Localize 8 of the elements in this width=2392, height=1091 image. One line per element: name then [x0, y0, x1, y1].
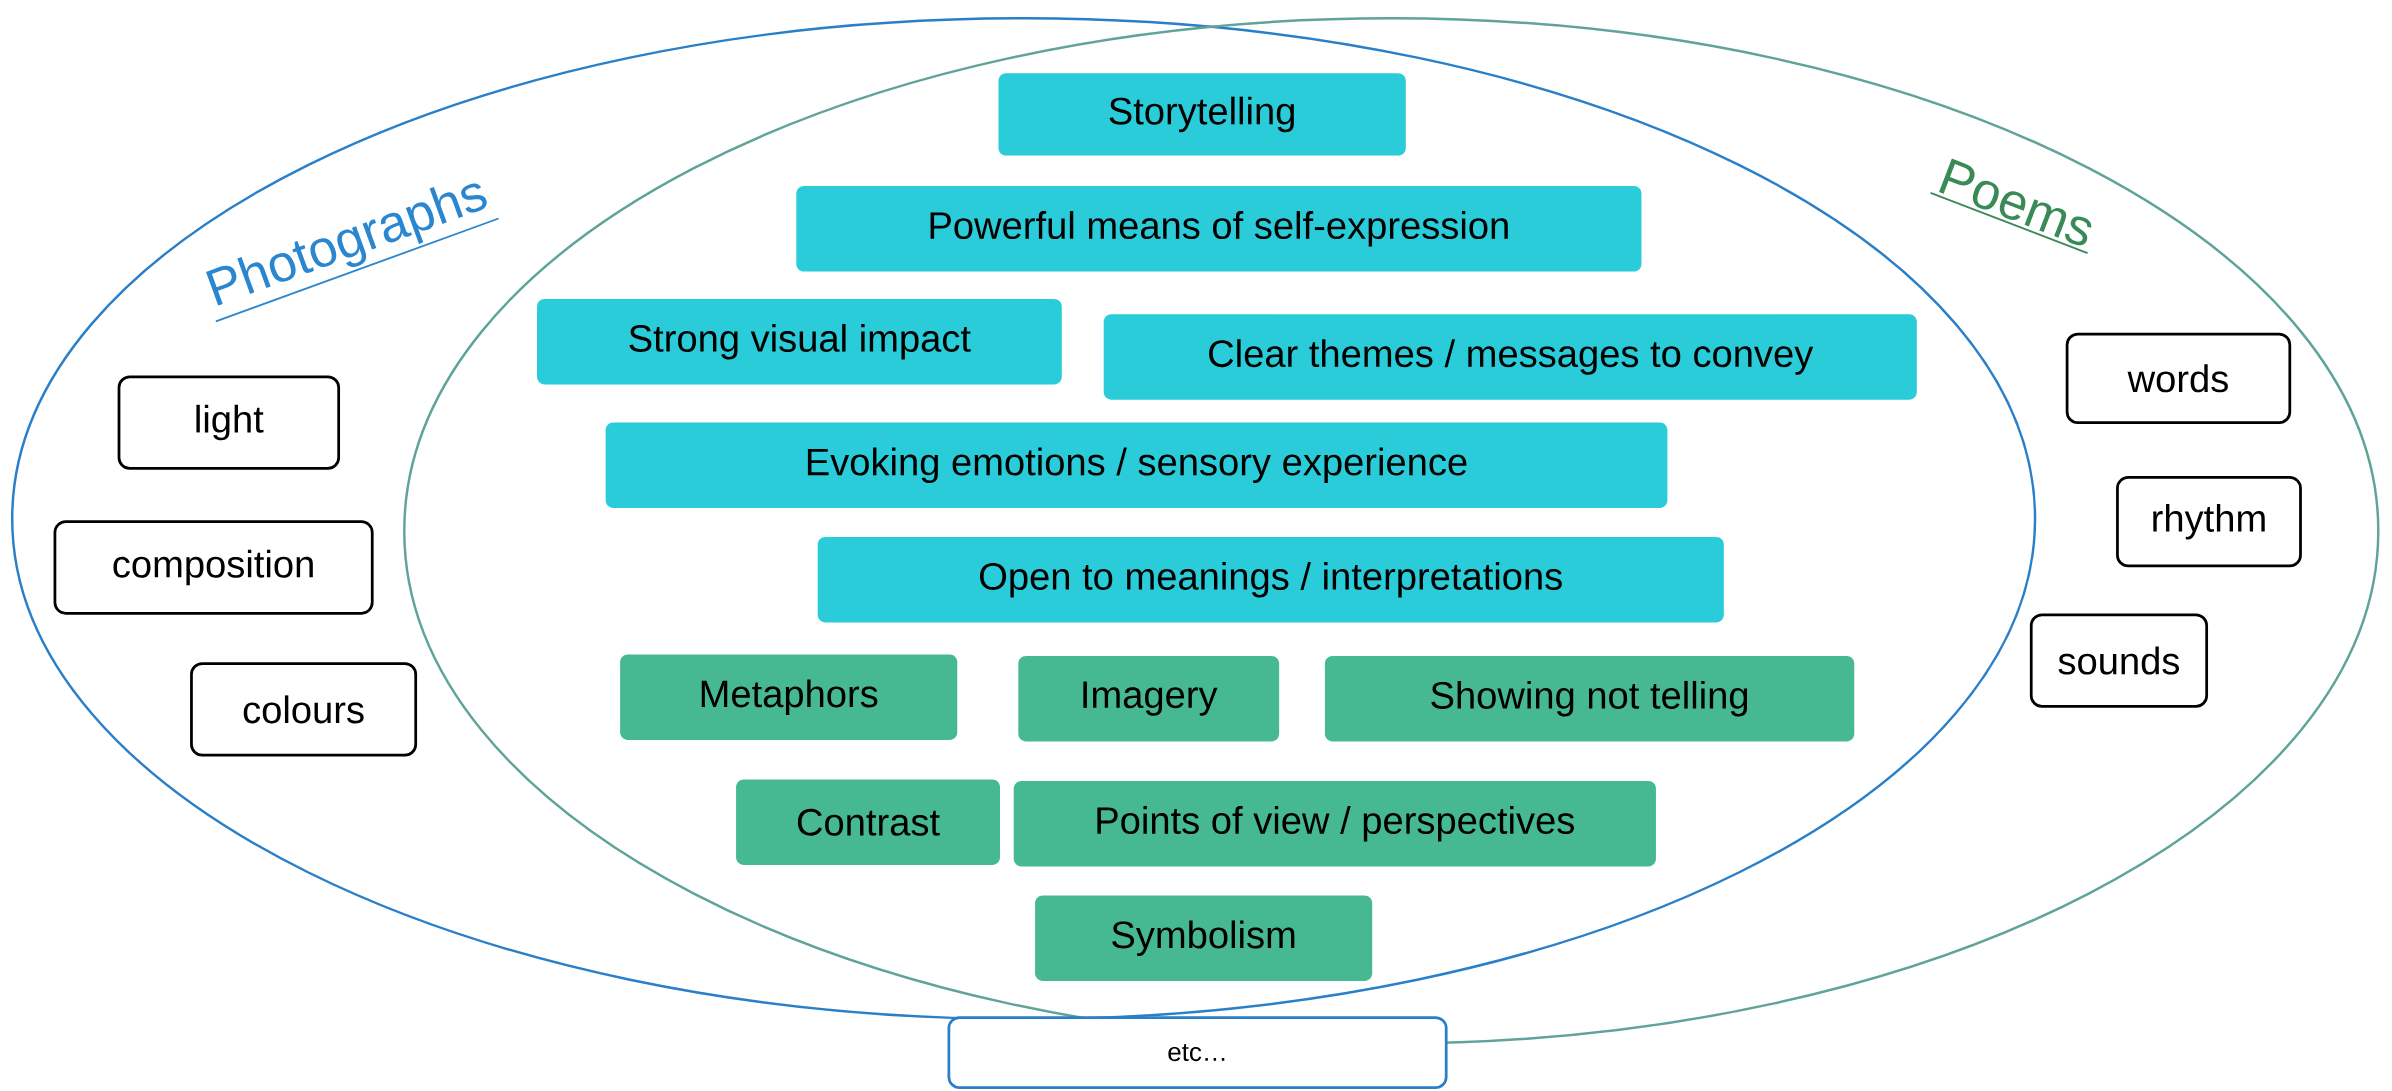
heading: Poems	[1929, 158, 2092, 255]
etc-box: etc…	[947, 1016, 1448, 1090]
item-box: light	[117, 375, 341, 470]
item-box: sounds	[2029, 613, 2209, 708]
item-box: rhythm	[2116, 476, 2302, 568]
item-box: colours	[190, 662, 418, 757]
item-box: words	[2065, 332, 2292, 425]
item-box: composition	[53, 520, 374, 615]
